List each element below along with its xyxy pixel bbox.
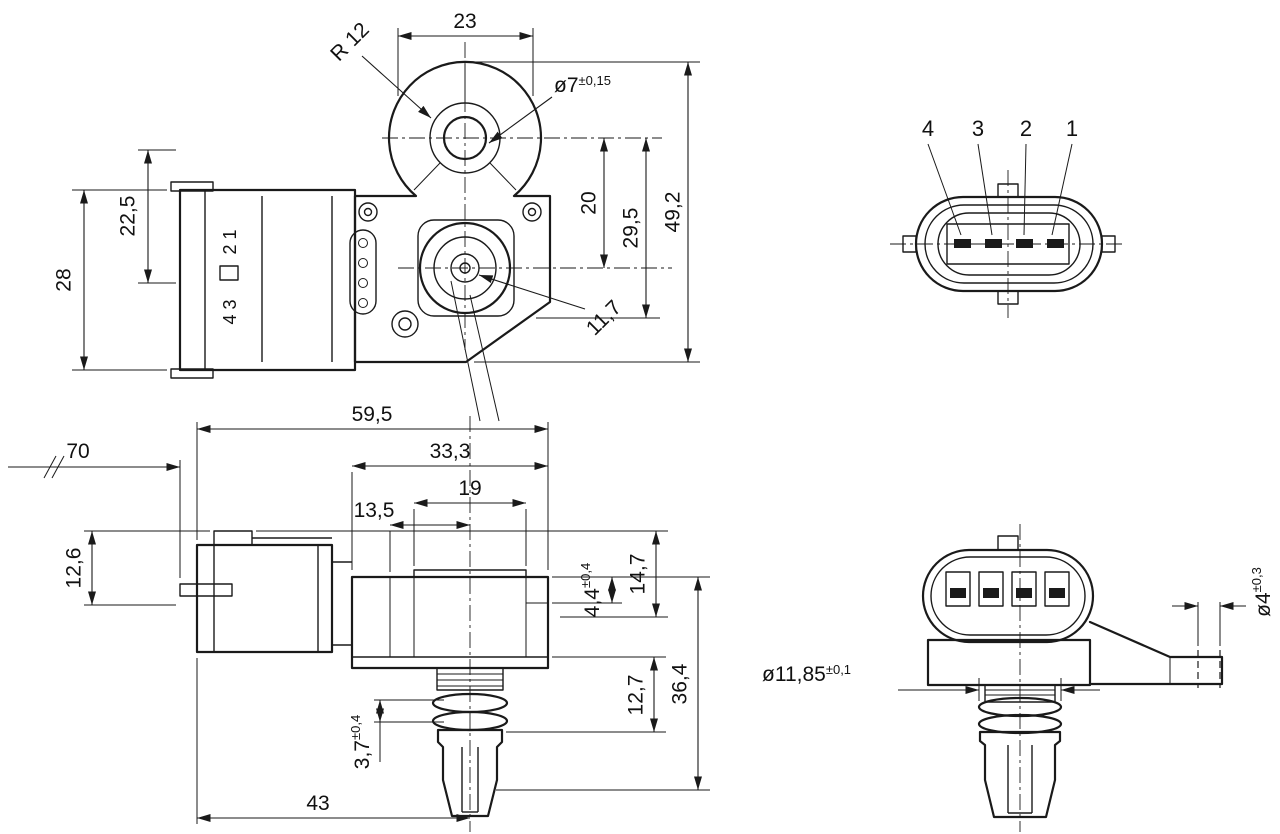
dim-28: 28 (53, 268, 76, 291)
dim-49-2: 49,2 (662, 192, 685, 233)
front-view: ø11,85±0,1 ø4±0,3 (762, 524, 1275, 832)
pin-leader-1 (1051, 143, 1073, 236)
dim-20: 20 (578, 191, 601, 214)
leader-r12 (361, 55, 432, 119)
dim-43: 43 (306, 792, 329, 815)
terminal-strip (349, 229, 377, 315)
pin-label-2: 2 (1020, 116, 1032, 141)
break-mark-1 (43, 455, 57, 479)
dim-23: 23 (453, 10, 476, 33)
pin-front-3 (983, 588, 999, 598)
screw-boss-1-center (363, 207, 373, 217)
body-front (926, 638, 1092, 687)
terminal-3 (358, 278, 368, 288)
dim-14-7: 14,7 (627, 554, 650, 595)
pin-numbers-lower: 4 3 (220, 299, 240, 324)
connector-front-inner (930, 556, 1086, 636)
pin-leader-3 (977, 143, 993, 236)
dim-dia7: ø7±0,15 (554, 73, 611, 97)
latch-tab-top (170, 181, 214, 192)
latch-tab-front (997, 535, 1019, 551)
dim-29-5: 29,5 (620, 208, 643, 249)
pin-blade-4 (954, 239, 971, 248)
dim-3-7: 3,7±0,4 (348, 715, 374, 769)
dim-33-3: 33,3 (430, 440, 471, 463)
dim-36-4: 36,4 (669, 663, 692, 704)
terminal-1 (358, 238, 368, 248)
cover-cap (413, 569, 527, 578)
projection-line-2 (469, 294, 500, 422)
connector-face-view: 4 3 2 1 (890, 116, 1126, 318)
pin-label-3: 3 (972, 116, 984, 141)
terminal-2 (358, 258, 368, 268)
dim-r12: R 12 (326, 18, 374, 66)
pin-blade-3 (985, 239, 1002, 248)
projection-line-1 (450, 280, 481, 422)
port-tip-front (978, 730, 1062, 819)
pin-tower-3 (978, 571, 1004, 607)
connector-side (195, 543, 334, 654)
dim-59-5: 59,5 (352, 403, 393, 426)
leader-11-7 (478, 274, 586, 310)
pin-key-symbol (219, 265, 239, 281)
sensor-body-outline (353, 60, 552, 364)
dim-22-5: 22,5 (117, 196, 140, 237)
dim-12-7: 12,7 (625, 675, 648, 716)
mounting-flange (1088, 620, 1224, 686)
dim-dia11-85: ø11,85±0,1 (762, 662, 851, 686)
pin-label-4: 4 (922, 116, 934, 141)
latch-tab-bottom (170, 368, 214, 379)
screw-boss-1 (358, 202, 378, 222)
dim-70: 70 (66, 440, 89, 463)
pin-tower-1 (1044, 571, 1070, 607)
pin-numbers-upper: 2 1 (220, 229, 240, 254)
port-tip (436, 728, 504, 818)
leader-dia7 (488, 96, 553, 144)
dim-12-6: 12,6 (63, 548, 86, 589)
latch-step (213, 530, 253, 546)
dim-11-7: 11,7 (582, 296, 626, 340)
pin-tower-2 (1011, 571, 1037, 607)
terminal-4 (358, 298, 368, 308)
dim-dia4: ø4±0,3 (1249, 567, 1275, 617)
screw-boss-3 (391, 310, 419, 338)
dim-13-5: 13,5 (354, 499, 395, 522)
top-view: 2 1 4 3 23 R 12 ø7±0,15 22,5 28 20 (53, 10, 700, 422)
pin-leader-2 (1023, 143, 1027, 236)
rib-right (489, 162, 517, 191)
screw-boss-2 (522, 202, 542, 222)
dim-4-4: 4,4±0,4 (578, 563, 604, 617)
side-view: 70 59,5 33,3 19 13,5 12,6 14,7 4,4±0, (8, 403, 710, 832)
pin-front-4 (950, 588, 966, 598)
terminal-blade (179, 583, 233, 597)
break-mark-2 (51, 455, 65, 479)
screw-boss-3-center (398, 317, 412, 331)
pin-tower-4 (945, 571, 971, 607)
pin-front-1 (1049, 588, 1065, 598)
rib-left (413, 162, 441, 191)
connector-housing (178, 188, 357, 372)
dim-19: 19 (458, 477, 481, 500)
pin-blade-1 (1047, 239, 1064, 248)
sensor-body-side (350, 575, 550, 670)
screw-boss-2-center (527, 207, 537, 217)
pin-label-1: 1 (1066, 116, 1078, 141)
pin-front-2 (1016, 588, 1032, 598)
pin-leader-4 (927, 143, 962, 236)
pin-blade-2 (1016, 239, 1033, 248)
